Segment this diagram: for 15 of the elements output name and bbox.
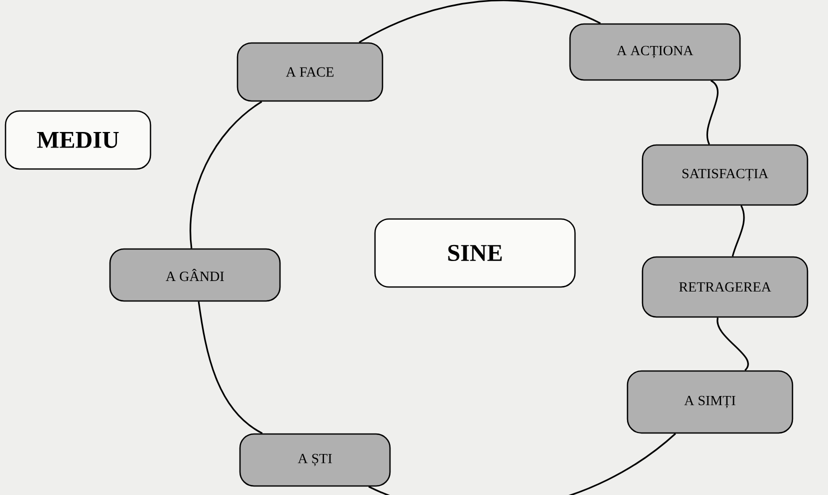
cycle-box: SATISFACȚIA xyxy=(642,144,808,206)
concept-box: MEDIU xyxy=(4,110,152,170)
concept-box: SINE xyxy=(374,218,576,288)
cycle-box: A ACȚIONA xyxy=(569,23,741,81)
cycle-box: A ȘTI xyxy=(239,433,391,487)
cycle-box: A GÂNDI xyxy=(109,248,281,302)
cycle-arc xyxy=(190,100,262,248)
cycle-arc xyxy=(358,0,601,44)
cycle-arc xyxy=(198,302,263,434)
cycle-arc xyxy=(732,205,745,257)
cycle-box: A FACE xyxy=(236,42,384,102)
cycle-box: A SIMȚI xyxy=(626,370,794,434)
cycle-arc xyxy=(368,433,676,495)
cycle-box: RETRAGEREA xyxy=(642,256,808,318)
cycle-arc xyxy=(706,80,718,145)
